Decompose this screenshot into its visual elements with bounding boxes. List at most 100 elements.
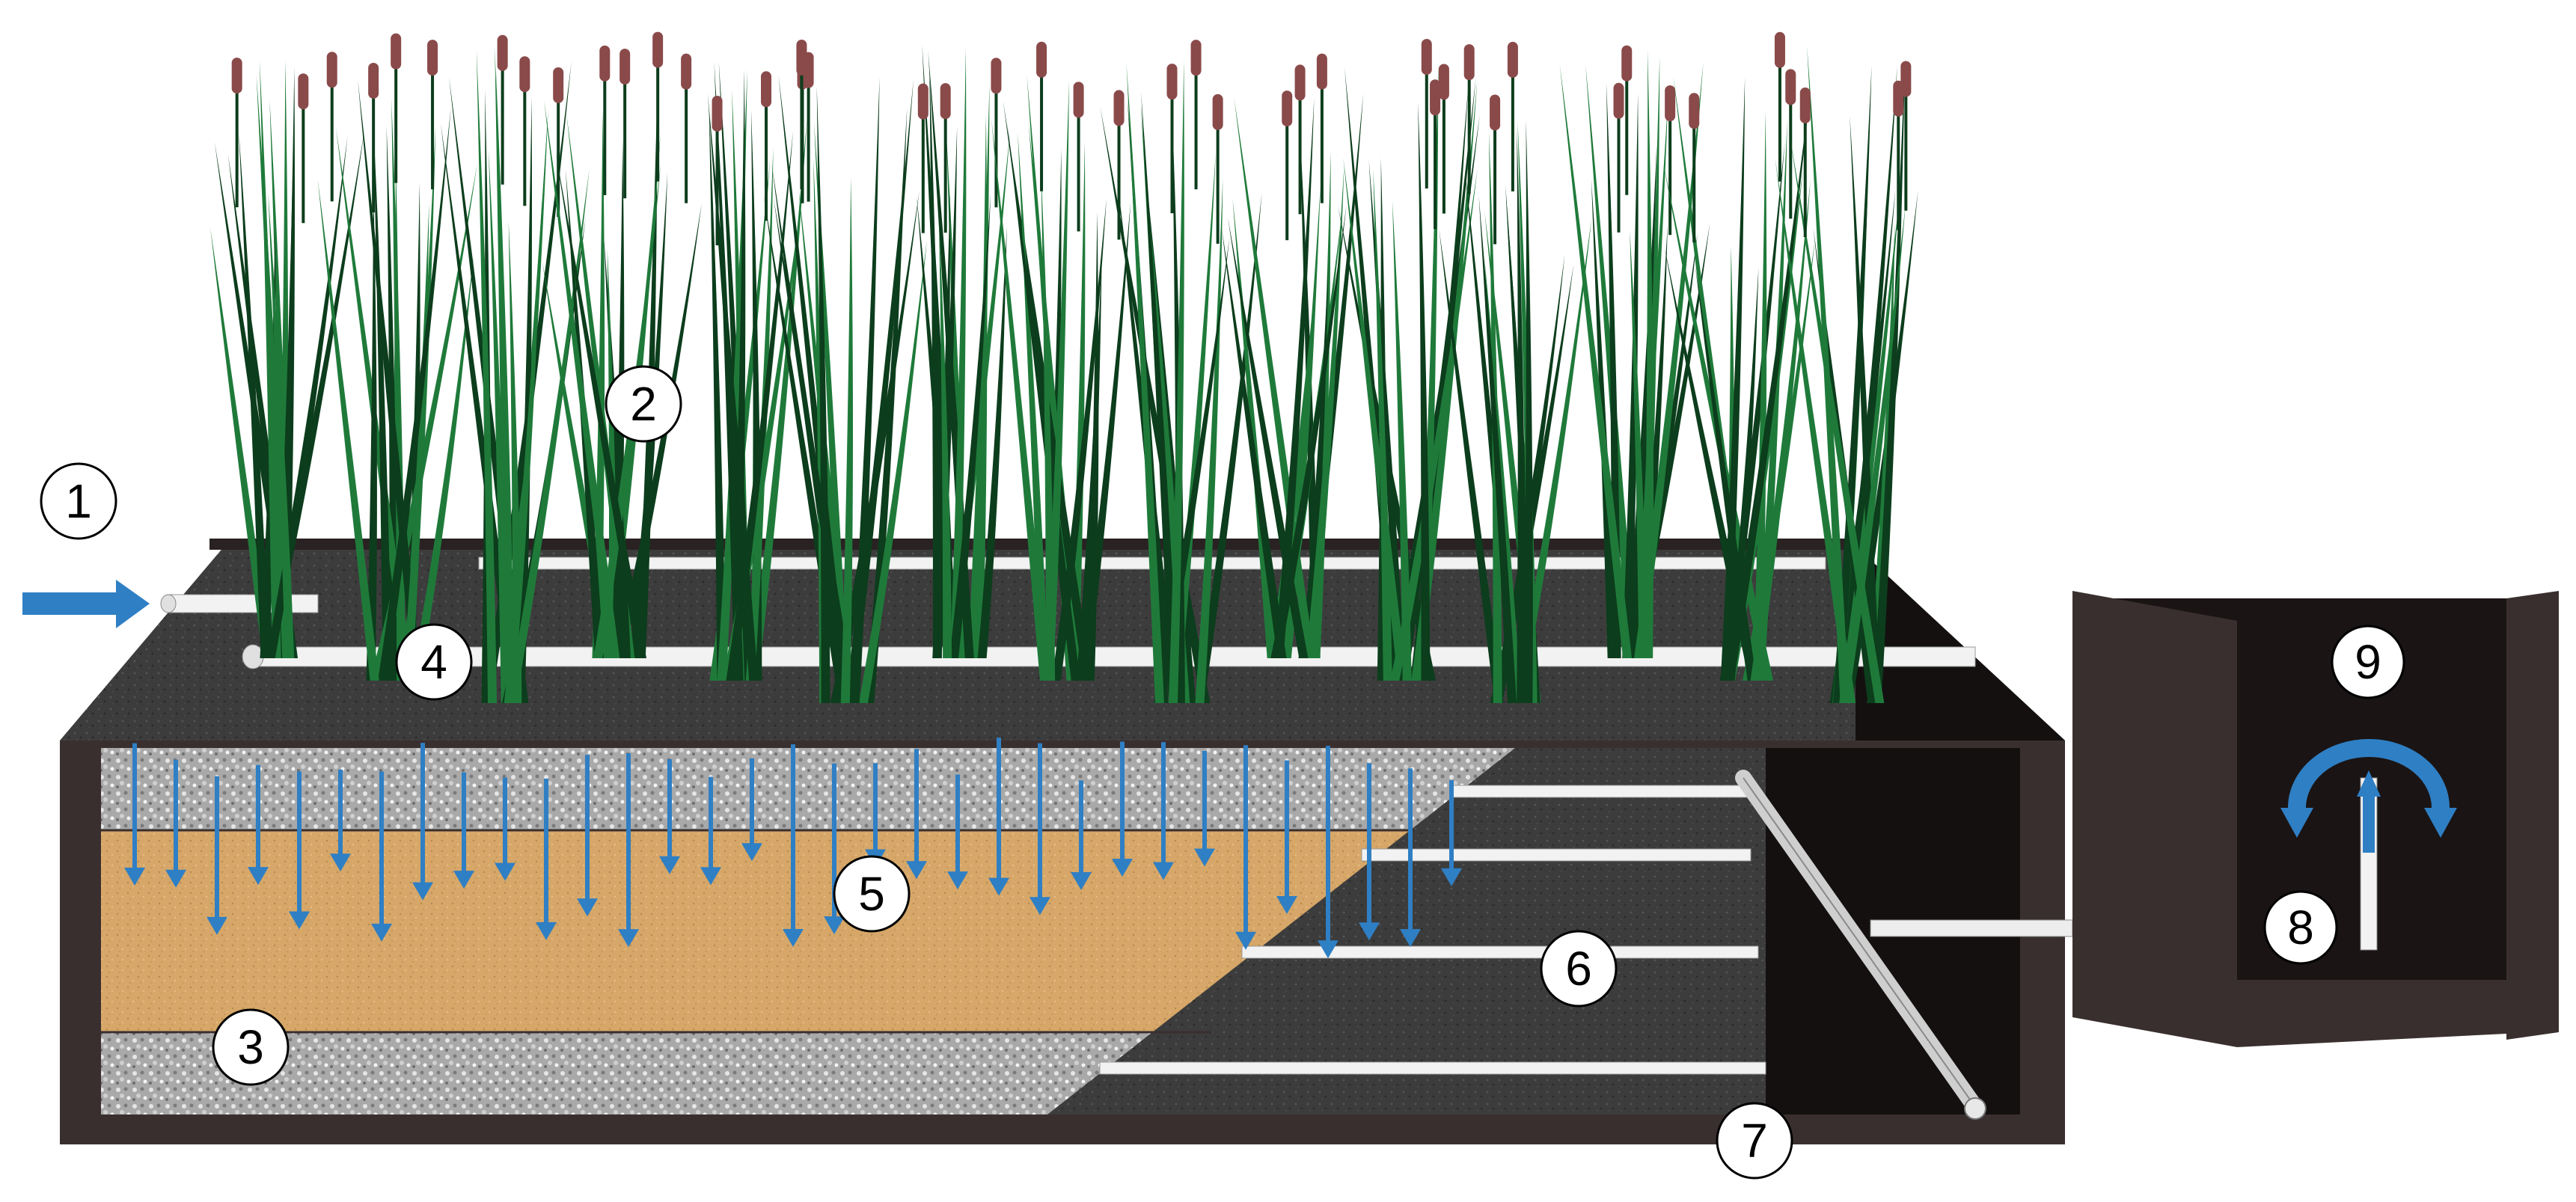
callout-2: 2 xyxy=(605,365,682,443)
cattail-head xyxy=(1463,44,1475,81)
cattail-head xyxy=(1212,93,1223,130)
callout-6-label: 6 xyxy=(1565,942,1592,996)
callout-8: 8 xyxy=(2263,890,2338,965)
percolation-arrow xyxy=(988,738,1009,896)
reed-clump xyxy=(1663,31,1815,681)
overflow-right-head xyxy=(2424,808,2457,838)
reed-leaf xyxy=(1850,115,1881,704)
drain-pipe-3 xyxy=(1241,945,1759,959)
inflow-arrow xyxy=(22,580,150,628)
percolation-arrow xyxy=(453,772,474,889)
cattail-head xyxy=(1665,85,1676,122)
reed-leaf xyxy=(279,67,296,658)
reed-leaf xyxy=(495,68,515,703)
reed-clump xyxy=(440,34,590,704)
percolation-arrow xyxy=(741,758,762,862)
cattail-head xyxy=(497,34,508,71)
reed-clump xyxy=(991,41,1131,681)
reed-leaf xyxy=(1041,173,1056,681)
reed-leaf xyxy=(938,221,952,658)
reed-leaf xyxy=(1234,98,1315,659)
cattail-head xyxy=(917,83,928,120)
reed-leaf xyxy=(840,177,853,703)
gravel-bottom-layer xyxy=(101,1032,1212,1114)
percolation-arrow xyxy=(1400,768,1421,948)
reed-clump xyxy=(210,52,364,659)
reed-leaf xyxy=(778,75,850,704)
drain-pipe-4 xyxy=(1099,1061,1766,1075)
reed-plants xyxy=(210,31,1918,704)
percolation-arrow xyxy=(700,776,721,886)
percolation-arrow xyxy=(206,776,227,935)
callout-9-label: 9 xyxy=(2355,635,2381,689)
percolation-arrow xyxy=(1441,780,1462,886)
cattail-head xyxy=(681,53,692,90)
callout-5-label: 5 xyxy=(858,867,885,921)
reed-leaf xyxy=(1517,129,1526,703)
reed-leaf xyxy=(1085,212,1099,681)
callout-7: 7 xyxy=(1716,1102,1793,1180)
reed-clump xyxy=(317,33,477,681)
reed-leaf xyxy=(1168,60,1184,703)
bed-outlet-chamber-wall xyxy=(2020,740,2065,1144)
cattail-head xyxy=(1073,82,1084,118)
reed-leaf xyxy=(709,107,726,681)
collector-pipe-edge xyxy=(1743,777,1976,1108)
cattail-head xyxy=(1190,40,1202,76)
reed-clump xyxy=(763,39,927,704)
percolation-arrow xyxy=(1318,746,1339,959)
reed-leaf xyxy=(1126,63,1164,703)
reed-leaf xyxy=(1523,120,1533,703)
reed-leaf xyxy=(850,77,880,704)
drainage-pipes xyxy=(1099,770,2156,1120)
callout-4-label: 4 xyxy=(420,635,447,689)
reed-leaf xyxy=(816,85,830,703)
cattail-head xyxy=(326,52,337,88)
cattail-head xyxy=(1316,53,1327,90)
reed-leaf xyxy=(1044,80,1069,681)
reed-leaf xyxy=(1790,139,1885,704)
cattail-head xyxy=(1689,93,1700,129)
percolation-arrow xyxy=(1112,741,1133,877)
reed-leaf xyxy=(1418,101,1431,681)
cattail-head xyxy=(761,71,772,108)
percolation-arrow xyxy=(536,779,557,940)
reed-leaf xyxy=(950,48,967,658)
reed-leaf xyxy=(239,132,270,659)
percolation-arrow xyxy=(124,743,145,886)
callout-3-label: 3 xyxy=(237,1020,264,1074)
reed-leaf xyxy=(1630,230,1648,659)
cattail-head xyxy=(940,83,951,120)
reed-leaf xyxy=(1069,141,1086,681)
cattail-head xyxy=(519,56,530,93)
percolation-arrow xyxy=(1359,763,1380,941)
reed-leaf xyxy=(1343,157,1407,681)
reed-leaf xyxy=(813,122,849,703)
outlet-box-right-wall xyxy=(2506,591,2559,1040)
outlet-box-floor xyxy=(2237,980,2536,1047)
riser-up-arrow xyxy=(2357,770,2381,853)
callout-3: 3 xyxy=(212,1008,290,1086)
cattail-head xyxy=(1507,41,1518,78)
reed-leaf xyxy=(1752,111,1767,681)
callout-9: 9 xyxy=(2331,625,2405,699)
collector-pipe-end xyxy=(1964,1097,1986,1120)
reed-leaf xyxy=(476,50,498,703)
distribution-pipe-front xyxy=(250,646,1976,667)
reed-leaf xyxy=(1392,200,1412,681)
cattail-head xyxy=(1799,87,1811,123)
cattail-head xyxy=(1166,64,1178,100)
reed-clump xyxy=(1100,40,1262,704)
reed-leaf xyxy=(544,99,620,659)
cattail-head xyxy=(1421,39,1432,76)
reed-leaf xyxy=(773,197,857,703)
callout-7-label: 7 xyxy=(1741,1114,1768,1168)
percolation-arrow xyxy=(1235,745,1256,950)
callout-8-label: 8 xyxy=(2287,901,2314,954)
reed-leaf xyxy=(260,60,281,658)
reed-leaf xyxy=(317,179,379,681)
reed-clump xyxy=(1439,41,1592,704)
percolation-arrow xyxy=(330,769,351,872)
cattail-head xyxy=(391,33,402,70)
reed-leaf xyxy=(967,84,990,658)
